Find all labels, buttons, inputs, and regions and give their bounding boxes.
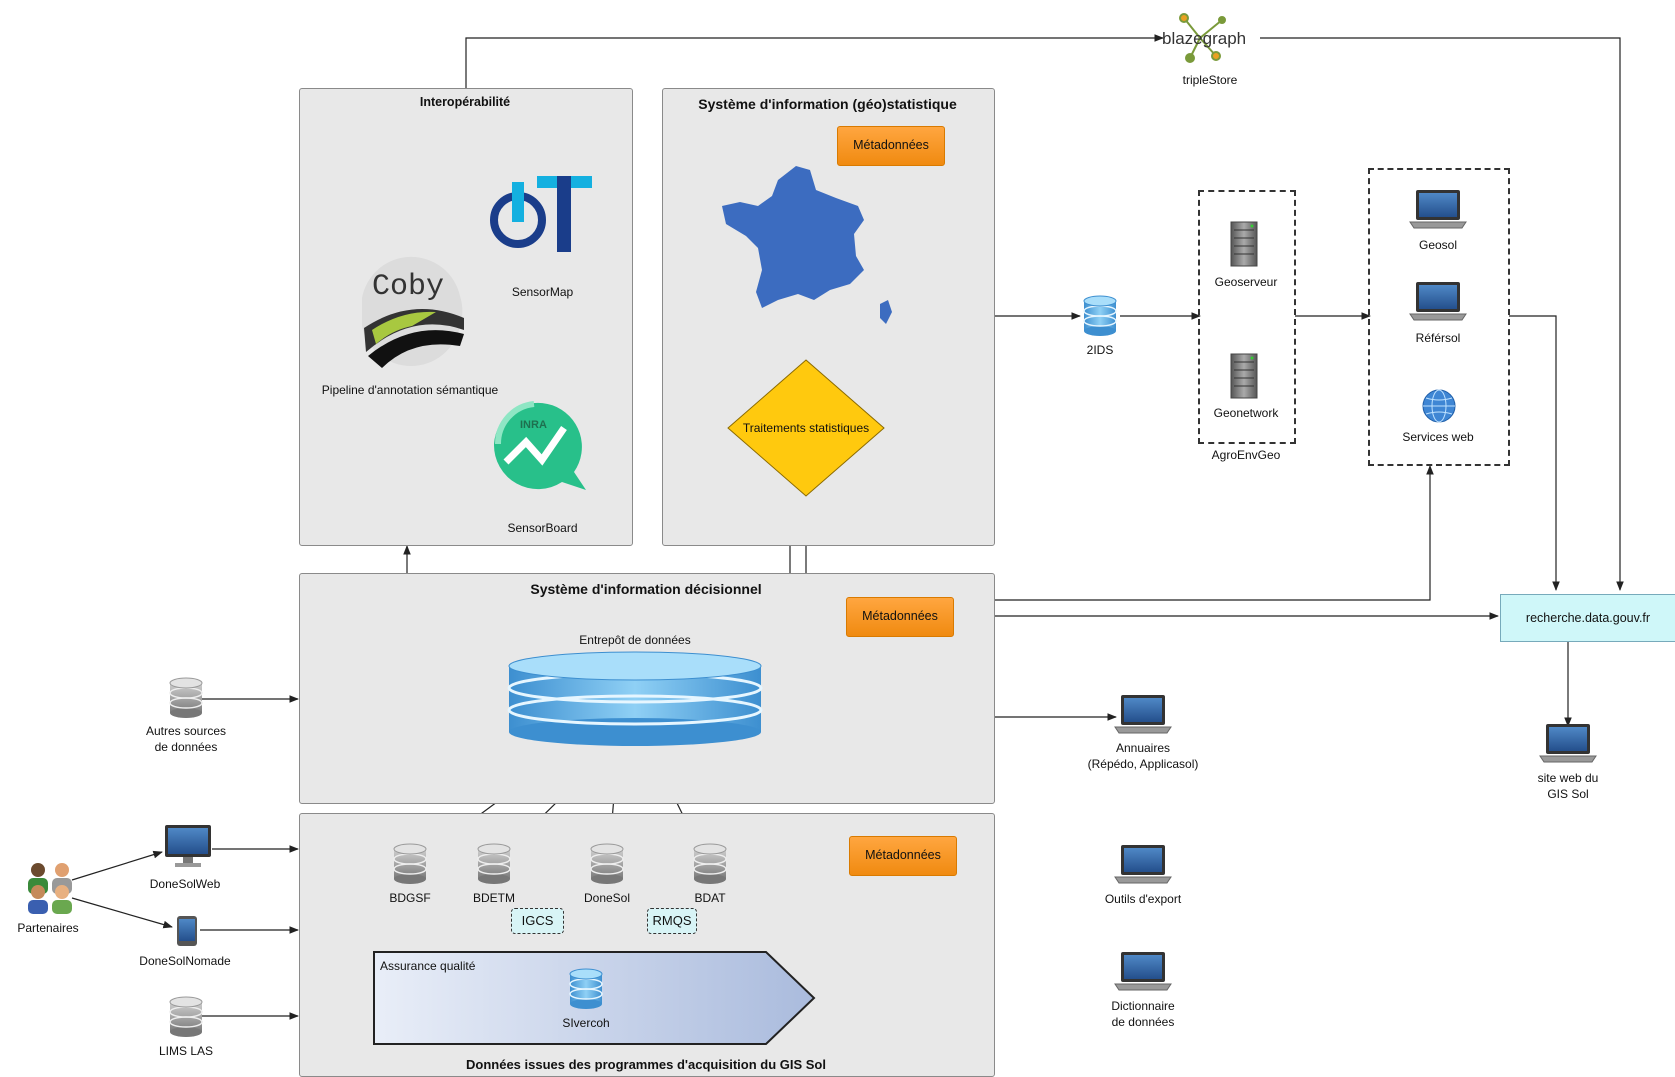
bdetm-label: BDETM — [473, 891, 515, 905]
refersol-laptop-icon — [1408, 280, 1468, 324]
geoserveur-server-icon — [1229, 220, 1259, 268]
sig-title: Système d'information (géo)statistique — [698, 96, 957, 112]
qualite-title: Assurance qualité — [380, 959, 476, 973]
bdgsf-db-icon — [392, 843, 428, 885]
lims-label: LIMS LAS — [158, 1044, 214, 1058]
traitements-label: Traitements statistiques — [742, 421, 870, 435]
sensorboard-label: SensorBoard — [507, 521, 578, 535]
agroenvgeo-label: AgroEnvGeo — [1211, 448, 1281, 462]
dico-label-2: de données — [1111, 1015, 1175, 1029]
donesolweb-monitor-icon — [165, 825, 211, 867]
donesolweb-label: DoneSolWeb — [149, 877, 221, 891]
autres-label-1: Autres sources — [145, 724, 227, 738]
refersol-label: Référsol — [1415, 331, 1461, 345]
entrepot-label: Entrepôt de données — [579, 633, 691, 647]
sid-title: Système d'information décisionnel — [530, 581, 762, 597]
partenaires-to-web-line — [71, 850, 163, 881]
services-group — [1368, 168, 1510, 466]
lims-db-icon — [168, 996, 204, 1038]
sensorboard-icon: INRA — [493, 401, 586, 490]
autres-db-icon — [168, 677, 204, 719]
donesol-db-icon — [589, 843, 625, 885]
bdat-label: BDAT — [694, 891, 726, 905]
site-label-1: site web du — [1537, 771, 1599, 785]
services-to-recherche-line — [1509, 315, 1560, 591]
graph-icon — [1179, 13, 1226, 63]
geonetwork-label: Geonetwork — [1213, 406, 1279, 420]
recherche-node: recherche.data.gouv.fr — [1500, 594, 1675, 642]
globe-icon — [1422, 389, 1456, 423]
donnees-metadata-badge: Métadonnées — [849, 836, 957, 876]
geonetwork-server-icon — [1229, 352, 1259, 400]
annuaires-label-1: Annuaires — [1115, 741, 1171, 755]
blazegraph-to-recherche-line — [1260, 37, 1624, 591]
pipeline-label: Pipeline d'annotation sémantique — [321, 383, 499, 397]
autres-label-2: de données — [154, 740, 218, 754]
site-laptop-icon — [1538, 722, 1598, 766]
bdgsf-label: BDGSF — [389, 891, 431, 905]
bdat-db-icon — [692, 843, 728, 885]
geoserveur-label: Geoserveur — [1214, 275, 1278, 289]
sid-to-services-line — [994, 465, 1434, 601]
outils-label: Outils d'export — [1104, 892, 1182, 906]
sensormap-label: SensorMap — [511, 285, 574, 299]
geosol-laptop-icon — [1408, 188, 1468, 232]
services-web-label: Services web — [1402, 430, 1474, 444]
rmqs-tag: RMQS — [647, 908, 697, 934]
sid-metadata-badge: Métadonnées — [846, 597, 954, 637]
donesolnomade-tablet-icon — [177, 916, 197, 946]
france-map — [722, 166, 892, 324]
geosol-label: Geosol — [1418, 238, 1458, 252]
site-label-2: GIS Sol — [1547, 787, 1589, 801]
partenaires-to-nomade-line — [71, 897, 173, 929]
agroenvgeo-group — [1198, 190, 1296, 444]
donesol-label: DoneSol — [583, 891, 631, 905]
annuaires-laptop-icon — [1113, 693, 1173, 737]
coby-text: Coby — [372, 270, 444, 304]
dico-laptop-icon — [1113, 950, 1173, 994]
blazegraph-text: blazegraph — [1162, 29, 1246, 48]
entrepot-db-icon — [507, 651, 763, 746]
traitements-diamond — [727, 359, 885, 497]
dico-label-1: Dictionnaire — [1111, 999, 1175, 1013]
iot-icon — [490, 176, 592, 252]
igcs-tag: IGCS — [511, 908, 564, 934]
sivercoh-label: SIvercoh — [562, 1016, 610, 1030]
annuaires-label-2: (Répédo, Applicasol) — [1087, 757, 1199, 771]
2ids-label: 2IDS — [1086, 343, 1114, 357]
sivercoh-db-icon — [568, 968, 604, 1010]
blazegraph-logo: blazegraph — [1162, 13, 1246, 63]
donnees-title: Données issues des programmes d'acquisit… — [466, 1057, 826, 1072]
coby-logo: Coby — [362, 256, 464, 368]
sig-metadata-badge: Métadonnées — [837, 126, 945, 166]
interop-panel — [299, 88, 633, 546]
outils-laptop-icon — [1113, 843, 1173, 887]
partenaires-icon — [28, 863, 72, 914]
donesolnomade-label: DoneSolNomade — [139, 954, 231, 968]
bdetm-db-icon — [476, 843, 512, 885]
interop-to-blazegraph-line — [465, 34, 1164, 88]
interop-title: Interopérabilité — [419, 95, 511, 109]
2ids-db-icon — [1082, 295, 1118, 337]
partenaires-label: Partenaires — [17, 921, 79, 935]
triplestore-label: tripleStore — [1182, 73, 1238, 87]
inra-text: INRA — [520, 419, 547, 431]
